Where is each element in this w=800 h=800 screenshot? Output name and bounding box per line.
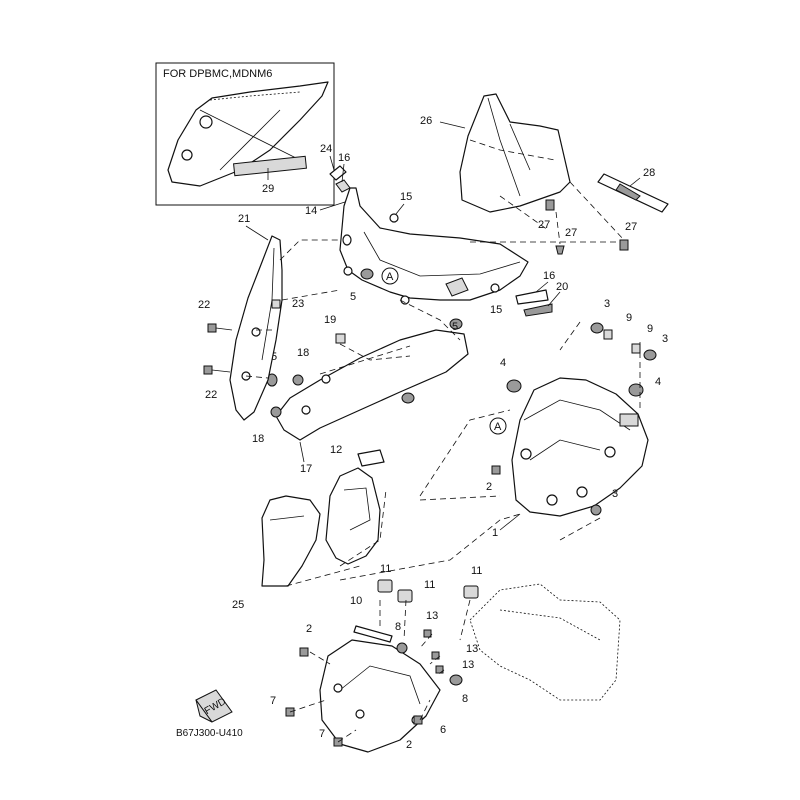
reference-a: A A	[381, 267, 507, 435]
callout-25: 25	[232, 599, 244, 611]
callout-9-a: 9	[626, 312, 632, 324]
screw-2-a: 2	[486, 465, 501, 493]
collars-18: 18 18	[252, 347, 309, 445]
callout-2-a: 2	[486, 481, 492, 493]
grommets-8: 8 8	[395, 621, 468, 705]
lower-cowl-17: 17	[275, 329, 469, 475]
callout-8-a: 8	[395, 621, 401, 633]
callout-7-b: 7	[319, 728, 325, 740]
callout-6: 6	[440, 724, 446, 736]
callout-16-b: 16	[543, 270, 555, 282]
bolts-13: 13 13 13	[423, 610, 478, 674]
callout-24: 24	[320, 143, 332, 155]
fwd-arrow: FWD	[195, 689, 233, 723]
callout-17: 17	[300, 463, 312, 475]
diagram-code: B67J300-U410	[176, 728, 243, 739]
callout-18-a: 18	[297, 347, 309, 359]
callout-1: 1	[492, 527, 498, 539]
callout-10: 10	[350, 595, 362, 607]
callout-9-b: 9	[647, 323, 653, 335]
inset-title: FOR DPBMC,MDNM6	[163, 68, 272, 80]
callout-4-b: 4	[655, 376, 661, 388]
rubbers-11: 11 11 11	[377, 563, 482, 603]
callout-12: 12	[330, 444, 342, 456]
callout-15-a: 15	[400, 191, 412, 203]
callout-13-c: 13	[462, 659, 474, 671]
ref-a-1: A	[386, 271, 394, 283]
callout-4-a: 4	[500, 357, 506, 369]
bolts-22-23: 22 22 23	[198, 298, 304, 401]
callout-11-a: 11	[380, 563, 391, 575]
callout-5-c: 5	[271, 351, 277, 363]
cover-25: 25	[232, 495, 321, 611]
stay-6: 6	[319, 639, 446, 753]
bracket-24-16: 24 16	[320, 143, 351, 193]
windscreen: 26	[420, 93, 571, 213]
callout-19: 19	[324, 314, 336, 326]
callout-2-c: 2	[406, 739, 412, 751]
side-panel-21: 21	[229, 213, 283, 421]
washers-15: 15 15	[389, 191, 502, 316]
decal-28: 28	[597, 167, 669, 213]
callout-27-b: 27	[565, 227, 577, 239]
inset-emblem-decal	[233, 155, 307, 177]
nut-19: 19	[324, 314, 346, 344]
callout-5-a: 5	[350, 291, 356, 303]
screws-27: 27 27 27	[499, 181, 637, 255]
callout-5-b: 5	[452, 321, 458, 333]
rod-10: 10	[350, 595, 393, 643]
callout-26: 26	[420, 115, 432, 127]
headlight-12: 12	[325, 444, 385, 565]
callout-13-b: 13	[466, 643, 478, 655]
main-bracket-1: 1	[492, 377, 649, 539]
callout-22-a: 22	[198, 299, 210, 311]
inset-box: FOR DPBMC,MDNM6 29	[155, 62, 335, 206]
callout-22-b: 22	[205, 389, 217, 401]
decals-16-20: 16 20	[515, 270, 568, 317]
callout-27-a: 27	[538, 219, 550, 231]
callout-11-b: 11	[424, 579, 435, 591]
assembly-lines	[245, 239, 620, 743]
callout-29: 29	[262, 183, 274, 195]
callout-20: 20	[556, 281, 568, 293]
callout-21: 21	[238, 213, 250, 225]
callout-3-c: 3	[612, 488, 618, 500]
grommets-3-4-9: 3 9 9 3 4 4 3	[500, 298, 668, 516]
callout-11-c: 11	[471, 565, 482, 577]
callout-3-b: 3	[662, 333, 668, 345]
callout-7-a: 7	[270, 695, 276, 707]
callout-27-c: 27	[625, 221, 637, 233]
callout-8-b: 8	[462, 693, 468, 705]
screws-2-lower: 2 2	[299, 623, 423, 751]
callout-16-a: 16	[338, 152, 350, 164]
frame-stay	[469, 583, 621, 701]
callout-15-b: 15	[490, 304, 502, 316]
callout-23: 23	[292, 298, 304, 310]
ref-a-2: A	[494, 421, 502, 433]
callout-2-b: 2	[306, 623, 312, 635]
callout-28: 28	[643, 167, 655, 179]
callout-13-a: 13	[426, 610, 438, 622]
callout-18-b: 18	[252, 433, 264, 445]
callout-14: 14	[305, 205, 317, 217]
callout-3-a: 3	[604, 298, 610, 310]
